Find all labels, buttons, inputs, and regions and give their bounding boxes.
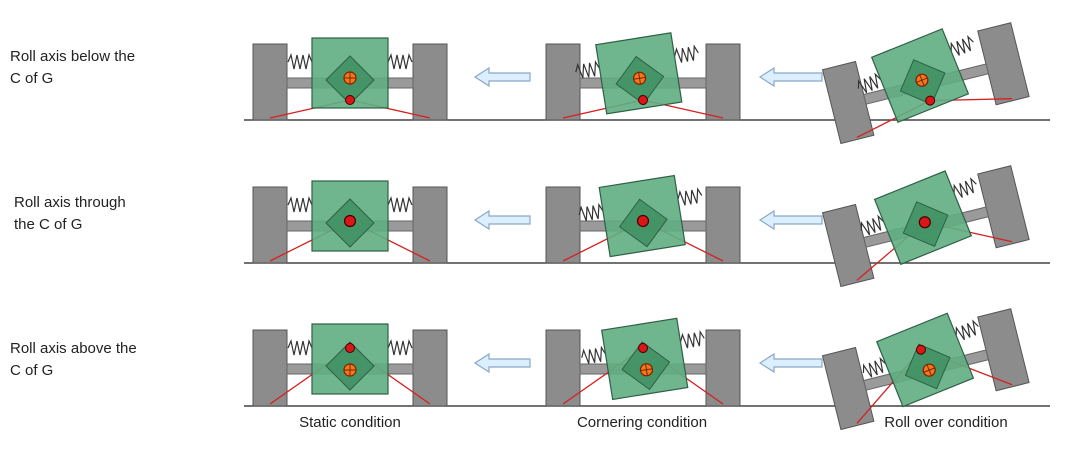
vehicle-below-cornering bbox=[545, 32, 741, 121]
spring-left bbox=[287, 53, 313, 70]
wheel-left bbox=[545, 186, 581, 264]
spring-left bbox=[575, 60, 601, 79]
vehicle-above-rollover bbox=[821, 308, 1030, 431]
row-label-1: Roll axis below the C of G bbox=[10, 46, 210, 90]
spring-right bbox=[674, 44, 699, 63]
vehicle-body bbox=[860, 170, 977, 266]
direction-arrow bbox=[473, 352, 531, 374]
spring-right bbox=[953, 177, 977, 198]
cog-cross-v bbox=[926, 364, 932, 376]
wheel-right bbox=[705, 186, 741, 264]
row-label-2: Roll axis through the C of G bbox=[14, 192, 214, 236]
vehicle-below-rollover bbox=[821, 22, 1030, 145]
direction-arrow bbox=[473, 209, 531, 231]
spring-right bbox=[387, 339, 413, 356]
spring-left bbox=[287, 196, 313, 213]
cog-cross-v bbox=[638, 72, 641, 85]
cog-cross-v bbox=[645, 363, 648, 376]
vehicle-body bbox=[287, 180, 413, 252]
direction-arrow bbox=[473, 66, 531, 88]
cog-cross-v bbox=[919, 74, 925, 86]
vehicle-body bbox=[581, 317, 705, 401]
direction-arrow bbox=[758, 209, 823, 231]
spring-left bbox=[578, 202, 604, 222]
caption-cornering: Cornering condition bbox=[576, 414, 708, 431]
spring-right bbox=[677, 187, 703, 206]
wheel-right bbox=[412, 43, 448, 121]
spring-right bbox=[387, 53, 413, 70]
roll-centre-point bbox=[918, 216, 931, 229]
spring-left bbox=[581, 345, 606, 364]
wheel-left bbox=[545, 329, 581, 407]
caption-static: Static condition bbox=[299, 414, 401, 431]
roll-centre-point bbox=[343, 214, 357, 228]
spring-right bbox=[679, 329, 705, 349]
spring-left bbox=[862, 356, 887, 378]
roll-centre-point bbox=[345, 95, 355, 105]
row-label-1-line-2: C of G bbox=[10, 70, 54, 87]
wheel-right bbox=[705, 329, 741, 407]
spring-right bbox=[387, 196, 413, 213]
roll-centre-point bbox=[925, 95, 936, 106]
roll-centre-point bbox=[638, 95, 648, 105]
spring-right bbox=[955, 319, 979, 341]
wheel-right bbox=[412, 186, 448, 264]
caption-roll-over: Roll over condition bbox=[884, 414, 1008, 431]
wheel-left bbox=[252, 43, 288, 121]
row-label-3: Roll axis above the C of G bbox=[10, 338, 210, 382]
vehicle-body bbox=[578, 174, 703, 258]
wheel-left bbox=[252, 186, 288, 264]
vehicle-body bbox=[287, 323, 413, 395]
vehicle-body bbox=[857, 28, 974, 124]
row-label-3-line-1: Roll axis above the bbox=[10, 340, 137, 357]
spring-left bbox=[857, 72, 882, 94]
vehicle-body bbox=[575, 32, 699, 115]
vehicle-above-static bbox=[252, 323, 448, 407]
wheel-left bbox=[252, 329, 288, 407]
vehicle-below-static bbox=[252, 37, 448, 121]
roll-centre-point bbox=[915, 344, 926, 355]
wheel-left bbox=[545, 43, 581, 121]
vehicle-body bbox=[287, 37, 413, 109]
spring-left bbox=[287, 339, 313, 356]
wheel-right bbox=[705, 43, 741, 121]
vehicle-through-rollover bbox=[821, 165, 1030, 288]
direction-arrow bbox=[758, 352, 823, 374]
row-label-2-line-1: Roll axis through bbox=[14, 194, 126, 211]
roll-centre-point bbox=[636, 214, 650, 228]
direction-arrow bbox=[758, 66, 823, 88]
vehicle-through-static bbox=[252, 180, 448, 264]
vehicle-body bbox=[862, 312, 979, 408]
row-label-3-line-2: C of G bbox=[10, 362, 54, 379]
spring-left bbox=[860, 214, 885, 236]
row-label-2-line-2: the C of G bbox=[14, 216, 83, 233]
vehicle-above-cornering bbox=[545, 317, 741, 407]
vehicle-through-cornering bbox=[545, 174, 741, 264]
roll-centre-point bbox=[345, 343, 355, 353]
spring-right bbox=[950, 35, 974, 56]
row-label-1-line-1: Roll axis below the bbox=[10, 48, 136, 65]
wheel-right bbox=[412, 329, 448, 407]
roll-centre-point bbox=[638, 343, 648, 353]
